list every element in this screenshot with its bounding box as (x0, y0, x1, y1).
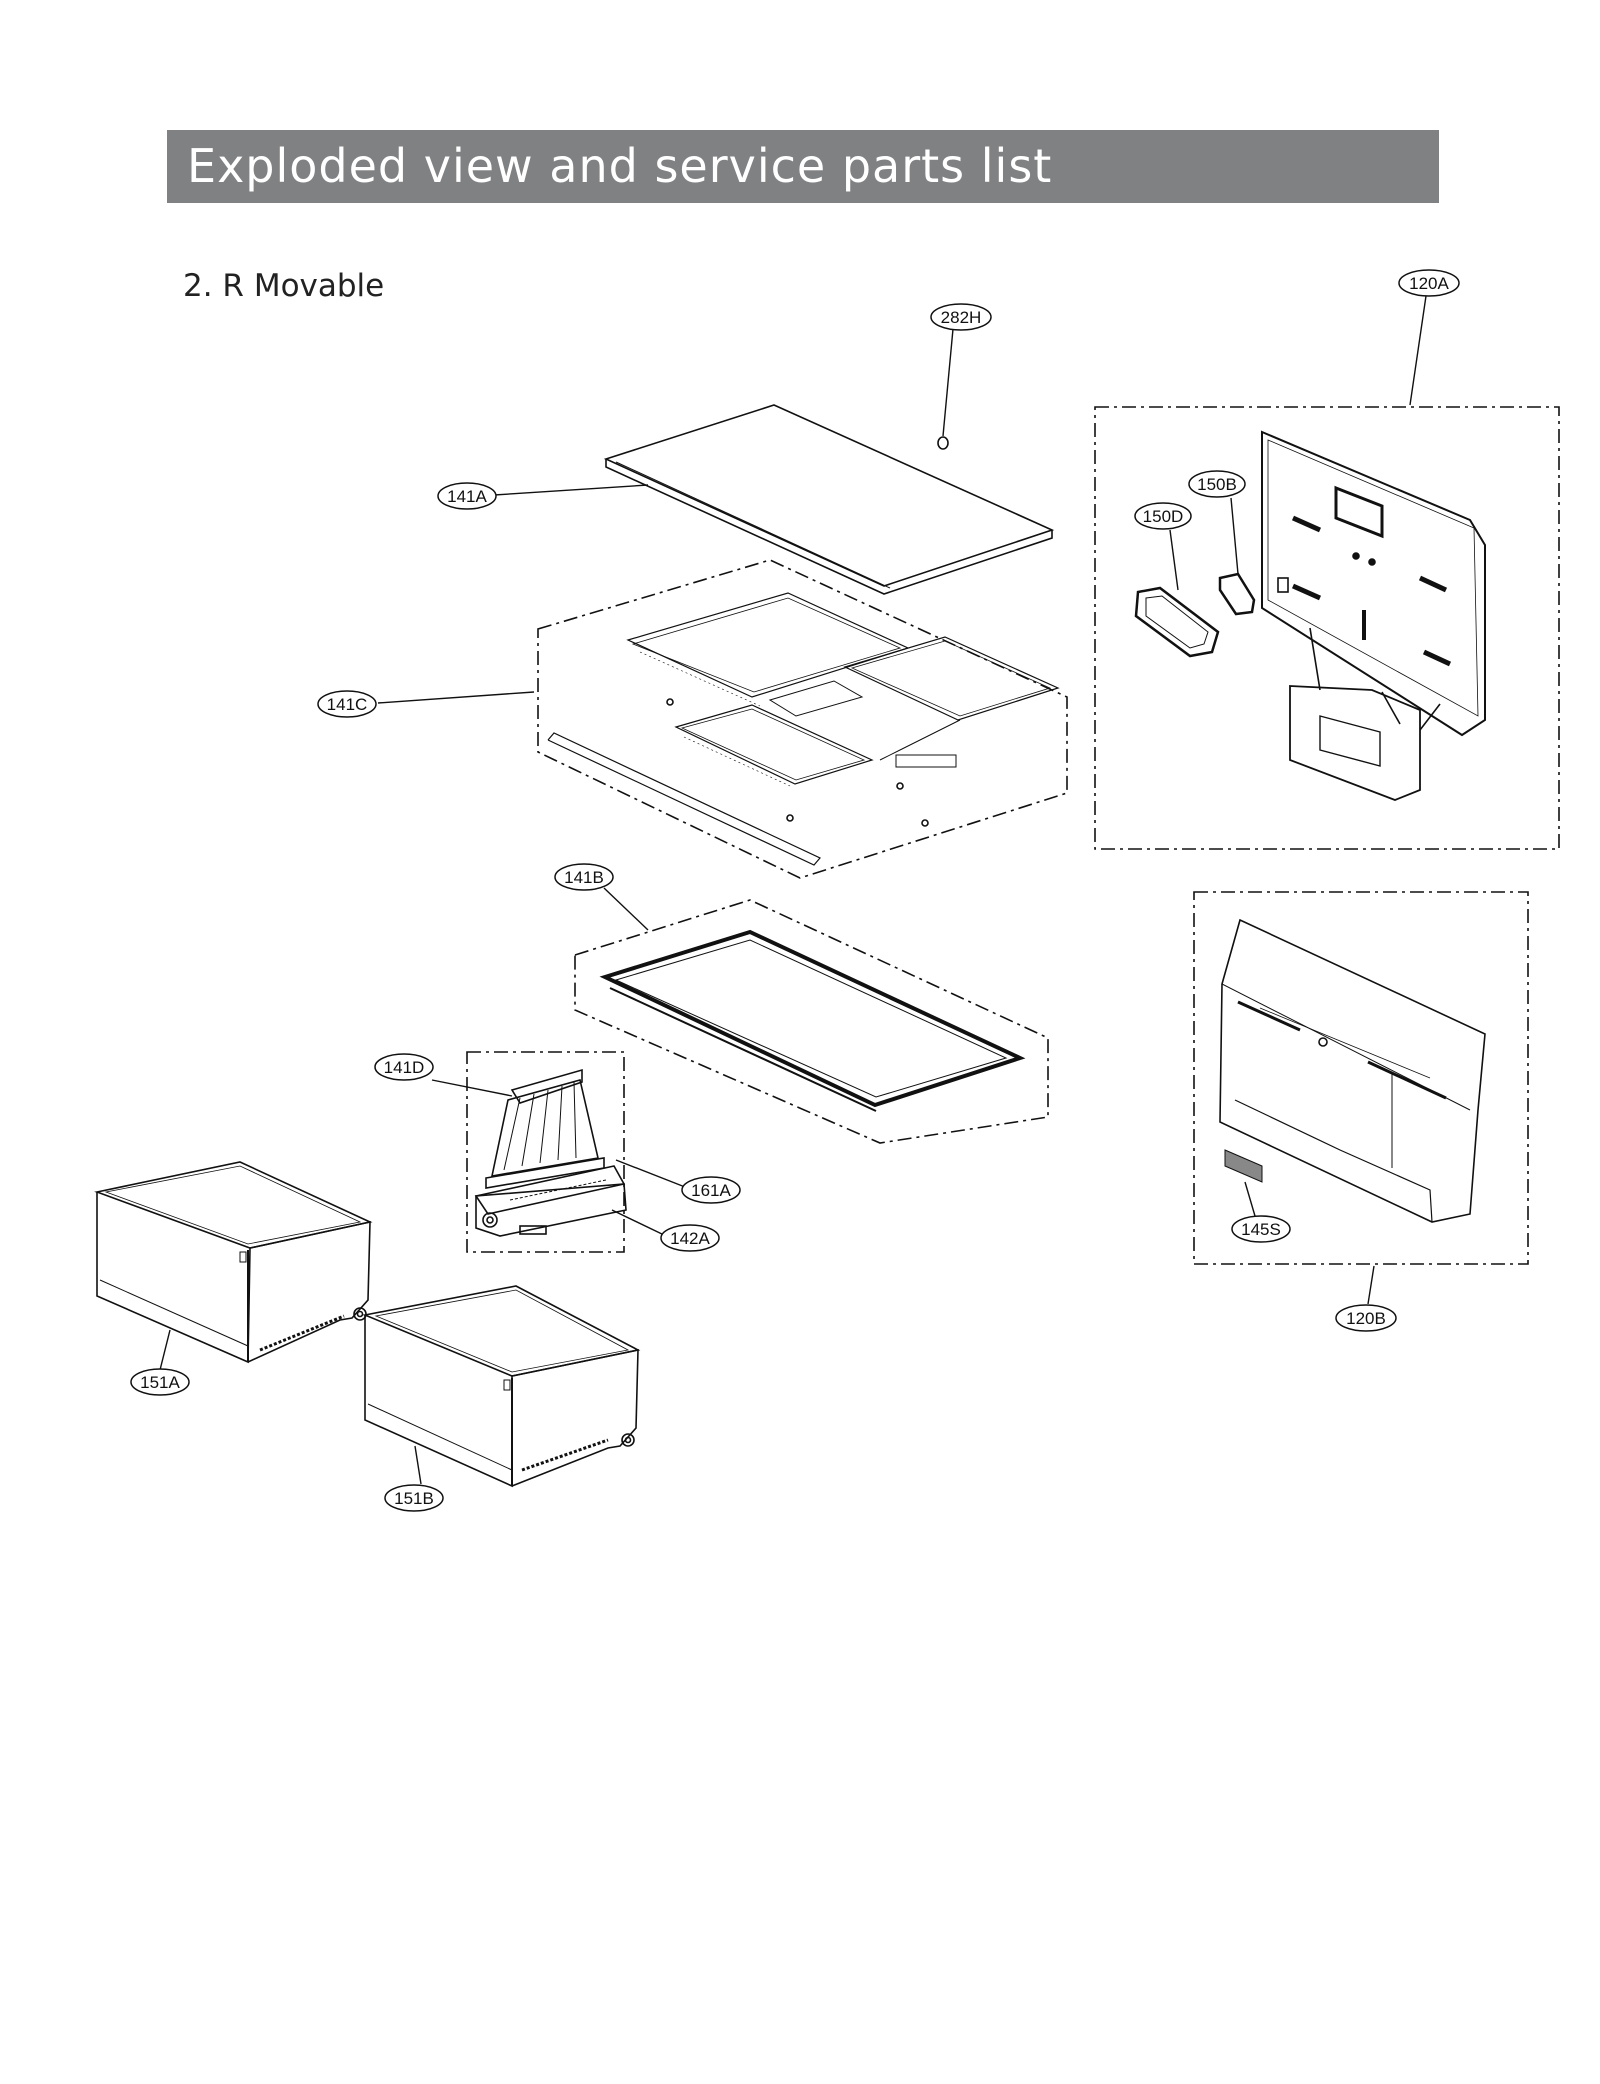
callouts: 282H 120A 141A 150B 150D 141C 141B 141D (130, 269, 1460, 1512)
header-bar: Exploded view and service parts list (167, 130, 1439, 203)
svg-text:150B: 150B (1197, 475, 1237, 494)
part-282h-screw (937, 436, 949, 450)
callout-145s: 145S (1231, 1215, 1291, 1243)
callout-150b: 150B (1188, 470, 1246, 498)
part-141d-divider-group (466, 1051, 627, 1253)
callout-282h: 282H (930, 303, 992, 331)
svg-text:120B: 120B (1346, 1309, 1386, 1328)
svg-text:282H: 282H (941, 308, 982, 327)
svg-text:151B: 151B (394, 1489, 434, 1508)
callout-120a: 120A (1398, 269, 1460, 297)
svg-text:141A: 141A (447, 487, 487, 506)
part-150d-filter-cover (1134, 586, 1220, 658)
part-150b-filter (1218, 572, 1256, 616)
part-120b-cover (1193, 891, 1529, 1265)
svg-text:141B: 141B (564, 868, 604, 887)
svg-text:161A: 161A (691, 1181, 731, 1200)
page-title: Exploded view and service parts list (187, 139, 1053, 193)
svg-text:141C: 141C (327, 695, 368, 714)
callout-142a: 142A (660, 1224, 720, 1252)
callout-141a: 141A (437, 482, 497, 510)
part-151b-crisper-drawer (362, 1285, 641, 1488)
part-141b-glass-shelf (574, 899, 1049, 1144)
svg-text:120A: 120A (1409, 274, 1449, 293)
callout-161a: 161A (681, 1176, 741, 1204)
callout-151a: 151A (130, 1368, 190, 1396)
callout-120b: 120B (1335, 1304, 1397, 1332)
svg-text:145S: 145S (1241, 1220, 1281, 1239)
part-141c-shelf-assembly (537, 559, 1068, 879)
svg-text:150D: 150D (1143, 507, 1184, 526)
callout-141d: 141D (374, 1053, 434, 1081)
callout-leaders (159, 295, 1427, 1485)
svg-text:141D: 141D (384, 1058, 425, 1077)
part-141a-glass-shelf (603, 404, 1055, 595)
callout-141b: 141B (554, 863, 614, 891)
part-151a-crisper-drawer (94, 1161, 373, 1364)
svg-text:142A: 142A (670, 1229, 710, 1248)
part-120a-cover-assembly (1094, 406, 1560, 850)
callout-150d: 150D (1134, 502, 1192, 530)
section-title: 2. R Movable (183, 268, 385, 304)
callout-141c: 141C (317, 690, 377, 718)
svg-text:151A: 151A (140, 1373, 180, 1392)
callout-151b: 151B (384, 1484, 444, 1512)
